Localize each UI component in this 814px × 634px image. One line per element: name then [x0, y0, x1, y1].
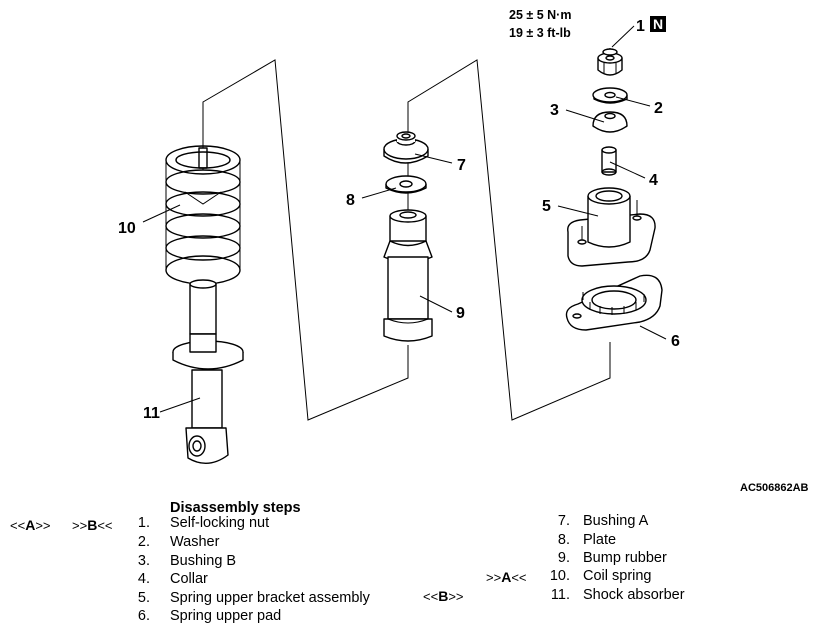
torque-imperial: 19 ± 3 ft-lb	[509, 26, 571, 40]
self-locking-nut-1	[597, 48, 623, 76]
bushing-a-7	[383, 131, 429, 164]
bump-rubber-9	[383, 209, 433, 342]
leader-lines	[142, 25, 667, 413]
callout-11: 11	[143, 405, 160, 422]
callout-7: 7	[457, 157, 466, 174]
collar-4	[601, 146, 617, 176]
shock-absorber-11	[172, 279, 244, 464]
callout-1: 1	[636, 18, 645, 35]
callout-labels: 1 2 3 4 5 6 7 8 9 10 11	[118, 18, 680, 422]
callout-2: 2	[654, 100, 663, 117]
new-part-mark-letter: N	[653, 16, 663, 32]
spring-upper-pad-6	[565, 274, 663, 331]
callout-8: 8	[346, 192, 355, 209]
callout-4: 4	[649, 172, 658, 189]
figure-id: AC506862AB	[740, 482, 809, 494]
torque-metric: 25 ± 5 N·m	[509, 8, 571, 22]
new-part-mark: N	[650, 16, 666, 32]
callout-6: 6	[671, 333, 680, 350]
washer-2	[592, 87, 628, 104]
coil-spring-10	[165, 142, 241, 285]
callout-5: 5	[542, 198, 551, 215]
plate-8	[385, 175, 427, 194]
callout-3: 3	[550, 102, 559, 119]
bushing-b-3	[592, 111, 628, 133]
spring-upper-bracket-assembly-5	[567, 187, 656, 267]
callout-9: 9	[456, 305, 465, 322]
callout-10: 10	[118, 220, 136, 237]
torque-spec: 25 ± 5 N·m 19 ± 3 ft-lb	[509, 8, 571, 40]
